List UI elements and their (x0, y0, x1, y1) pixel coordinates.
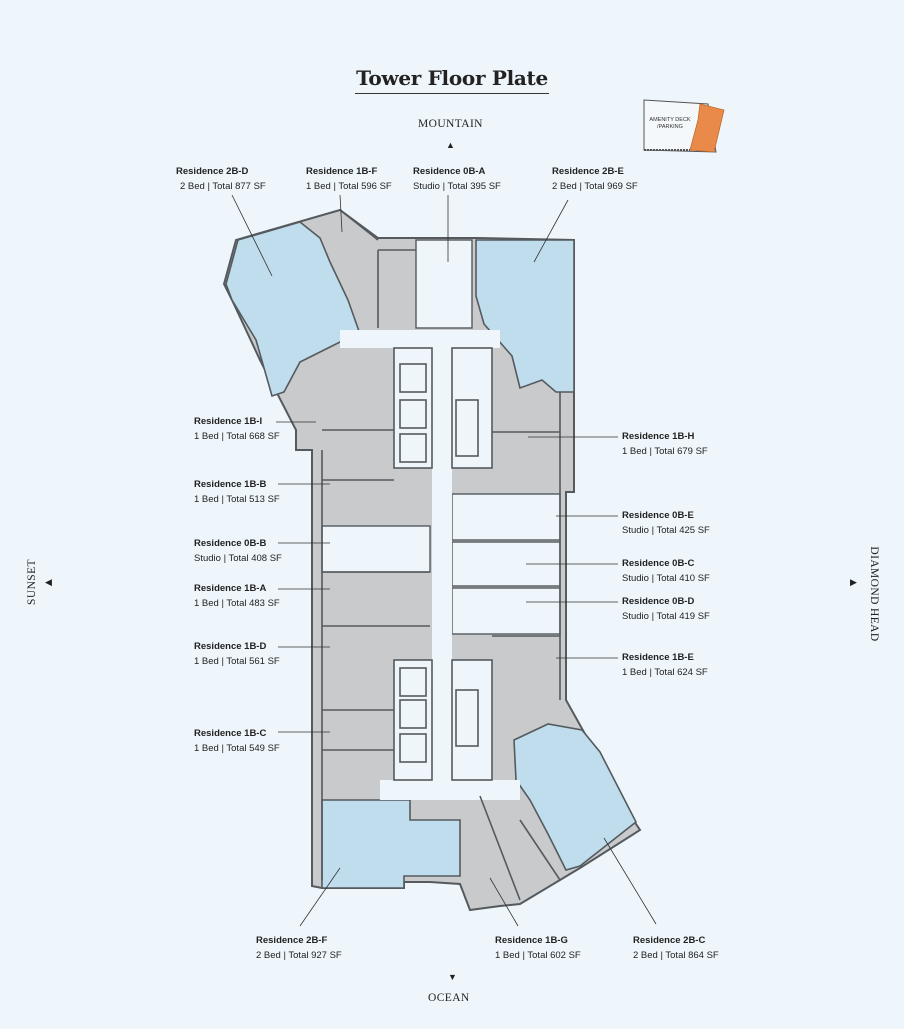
unit-2b-f (321, 799, 461, 889)
unit-0b-a (415, 239, 473, 329)
page-title: Tower Floor Plate (0, 66, 904, 94)
east-arrow-icon: ▶ (850, 577, 857, 587)
south-arrow-icon: ▼ (448, 972, 457, 982)
corridor-bottom (380, 780, 520, 800)
key-plan-label: AMENITY DECK /PARKING (648, 117, 692, 131)
key-plan (643, 99, 725, 153)
unit-2b-c (513, 723, 638, 871)
leader-lines (231, 194, 657, 927)
interior-walls (321, 209, 561, 901)
north-arrow-icon: ▲ (446, 140, 455, 150)
building-core (393, 347, 493, 781)
two-bed-units (225, 221, 638, 889)
direction-north-label: MOUNTAIN (418, 118, 483, 130)
unit-0b-e (451, 493, 561, 541)
key-plan-label-line2: /PARKING (657, 124, 683, 130)
unit-2b-e (475, 239, 575, 393)
corridor (432, 330, 452, 800)
unit-0b-b (321, 525, 431, 573)
corridor-top (340, 330, 500, 348)
direction-south-label: OCEAN (428, 992, 470, 1004)
west-arrow-icon: ◀ (45, 577, 52, 587)
key-plan-label-line1: AMENITY DECK (649, 117, 691, 123)
unit-0b-d (451, 587, 561, 635)
